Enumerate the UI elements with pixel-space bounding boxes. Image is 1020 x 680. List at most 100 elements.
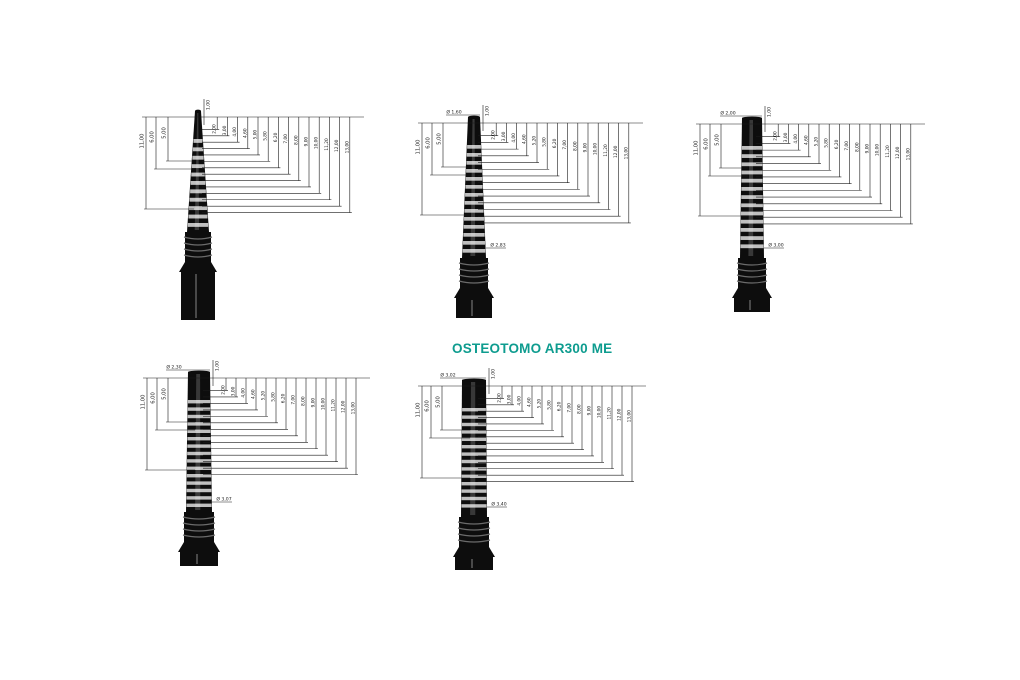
thread-ring bbox=[457, 539, 491, 543]
base-diameter-label: Ø 3,00 bbox=[768, 242, 783, 249]
depth-mark-label: 4,00 bbox=[793, 134, 799, 144]
instrument-shaft bbox=[187, 111, 209, 232]
depth-band bbox=[464, 201, 484, 205]
depth-band bbox=[189, 206, 207, 211]
depth-band bbox=[187, 407, 211, 411]
depth-mark-label: 11,20 bbox=[324, 138, 330, 151]
thread-ring bbox=[182, 528, 216, 532]
thread-ring bbox=[183, 254, 213, 258]
depth-band bbox=[186, 488, 212, 493]
depth-band bbox=[741, 154, 763, 158]
depth-band bbox=[461, 482, 487, 486]
base-diameter-label: Ø 3,40 bbox=[491, 501, 506, 508]
depth-mark-label: 12,00 bbox=[617, 408, 623, 421]
depth-mark-label: 2,00 bbox=[497, 393, 503, 403]
left-dimension-label: 6,00 bbox=[704, 138, 710, 150]
left-dimension-label: 6,00 bbox=[150, 131, 156, 143]
depth-mark-label: 5,20 bbox=[814, 137, 820, 147]
depth-band bbox=[463, 241, 485, 245]
depth-band bbox=[187, 422, 211, 426]
depth-band bbox=[461, 422, 487, 427]
depth-mark-label: 5,80 bbox=[547, 400, 553, 410]
depth-mark-label: 3,00 bbox=[501, 131, 507, 141]
depth-mark-label: 8,00 bbox=[301, 396, 307, 406]
depth-mark-label: 4,00 bbox=[241, 388, 247, 398]
depth-band bbox=[190, 181, 206, 185]
handle bbox=[180, 552, 218, 566]
depth-band bbox=[461, 489, 487, 493]
thread-ring bbox=[457, 527, 491, 531]
left-dimension-label: 11,00 bbox=[694, 141, 700, 156]
depth-band bbox=[464, 209, 484, 213]
depth-mark-label: 3,00 bbox=[783, 132, 789, 142]
depth-mark-label: 6,20 bbox=[552, 138, 558, 148]
thread-ring bbox=[458, 280, 490, 284]
shaft-highlight bbox=[748, 120, 754, 256]
depth-band bbox=[740, 211, 764, 216]
tip-diameter-label: Ø 2,30 bbox=[166, 364, 181, 371]
depth-bands bbox=[740, 146, 764, 249]
depth-band bbox=[191, 164, 205, 169]
left-dimension-label: 11,00 bbox=[416, 140, 422, 155]
depth-band bbox=[461, 504, 487, 508]
depth-mark-label: 6,20 bbox=[834, 139, 840, 149]
depth-band bbox=[190, 189, 206, 194]
collar bbox=[179, 262, 217, 272]
depth-mark-label: 12,00 bbox=[613, 145, 619, 158]
depth-mark-label: 5,80 bbox=[271, 392, 277, 402]
depth-mark-label: 10,00 bbox=[314, 137, 320, 150]
left-dimension-label: 5,00 bbox=[715, 134, 721, 146]
depth-band bbox=[741, 162, 763, 167]
thread-ring bbox=[182, 522, 216, 526]
depth-mark-label: 5,00 bbox=[253, 130, 259, 140]
depth-mark-label: 4,00 bbox=[517, 396, 523, 406]
depth-dimensions bbox=[142, 99, 364, 213]
depth-mark-label: 4,00 bbox=[511, 133, 517, 143]
depth-band bbox=[187, 451, 211, 456]
left-dimension-label: 5,00 bbox=[436, 396, 442, 408]
depth-mark-label: 9,00 bbox=[583, 143, 589, 153]
handle-highlight bbox=[471, 559, 473, 568]
depth-mark-label: 7,00 bbox=[567, 403, 573, 413]
page-title: OSTEOTOMO AR300 ME bbox=[452, 341, 613, 356]
handle bbox=[455, 557, 493, 570]
depth-mark-label: 12,00 bbox=[341, 400, 347, 413]
thread-ring bbox=[457, 521, 491, 525]
thread-ring bbox=[182, 516, 216, 520]
depth-band bbox=[461, 452, 487, 456]
depth-band bbox=[461, 459, 487, 464]
left-dimension-label: 6,00 bbox=[151, 392, 157, 404]
depth-band bbox=[187, 414, 211, 419]
depth-mark-label: 3,00 bbox=[507, 394, 513, 404]
base-diameter-label: Ø 3,07 bbox=[216, 496, 231, 503]
depth-mark-label: 4,60 bbox=[251, 389, 257, 399]
depth-mark-label: 8,00 bbox=[293, 135, 299, 145]
handle-highlight bbox=[749, 300, 751, 310]
thread-ring bbox=[183, 242, 213, 246]
depth-bands bbox=[187, 139, 209, 227]
depth-mark-label: 2,00 bbox=[773, 131, 779, 141]
depth-band bbox=[461, 474, 487, 479]
depth-band bbox=[462, 415, 486, 419]
depth-mark-label: 10,00 bbox=[875, 144, 881, 157]
depth-band bbox=[741, 178, 763, 183]
depth-band bbox=[186, 496, 212, 500]
left-dimension-label: 11,00 bbox=[141, 395, 147, 410]
tip-diameter-label: Ø 1,60 bbox=[446, 109, 461, 116]
depth-mark-label: 9,00 bbox=[311, 398, 317, 408]
depth-mark-label: 11,20 bbox=[885, 145, 891, 158]
left-dimension-label: 11,00 bbox=[140, 134, 146, 149]
shaft-highlight bbox=[470, 119, 476, 256]
collar bbox=[732, 288, 772, 298]
left-dimension-label: 11,00 bbox=[416, 403, 422, 418]
depth-band bbox=[466, 161, 482, 165]
depth-mark-label: 9,00 bbox=[587, 406, 593, 416]
thread-ring bbox=[736, 262, 768, 266]
depth-band bbox=[192, 155, 204, 160]
tip-length-label: 1,00 bbox=[215, 361, 221, 371]
tip-diameter-label: Ø 3,02 bbox=[440, 372, 455, 379]
depth-mark-label: 5,80 bbox=[824, 138, 830, 148]
thread-ring bbox=[458, 268, 490, 272]
